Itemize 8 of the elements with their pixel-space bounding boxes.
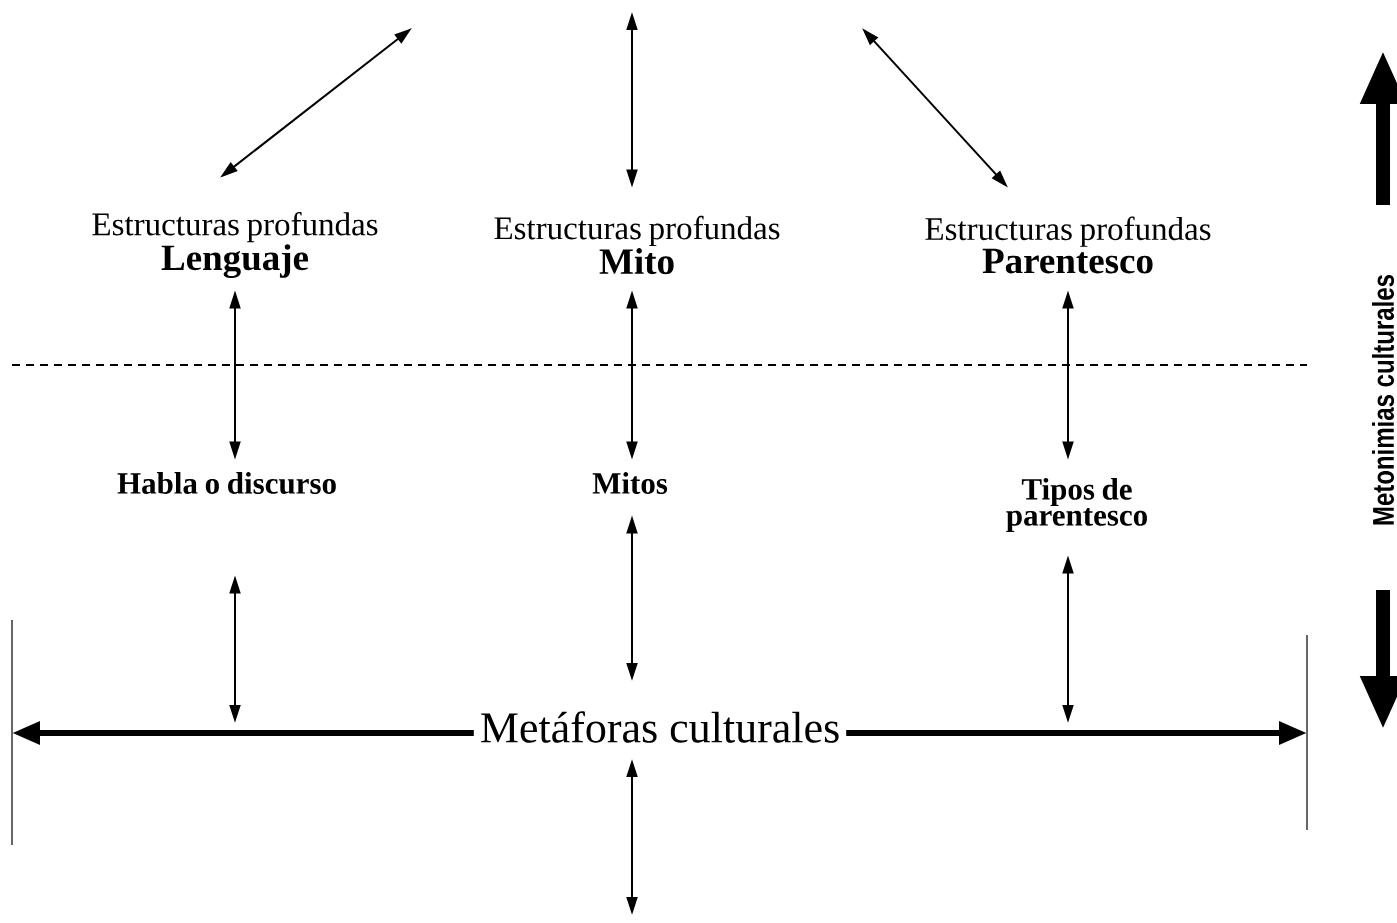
node-label: Estructuras profundas Mito bbox=[494, 215, 780, 275]
node-label: Habla o discurso bbox=[117, 472, 336, 494]
node-label: Estructuras profundas Parentesco bbox=[925, 216, 1211, 274]
node-label: Mitos bbox=[592, 472, 668, 494]
node-label: Tipos de parentesco bbox=[1006, 477, 1147, 533]
node-label: Estructuras profundas Lenguaje bbox=[92, 211, 378, 279]
side-label: Metonimias culturales bbox=[1372, 275, 1394, 525]
central-label: Metáforas culturales bbox=[473, 705, 847, 749]
